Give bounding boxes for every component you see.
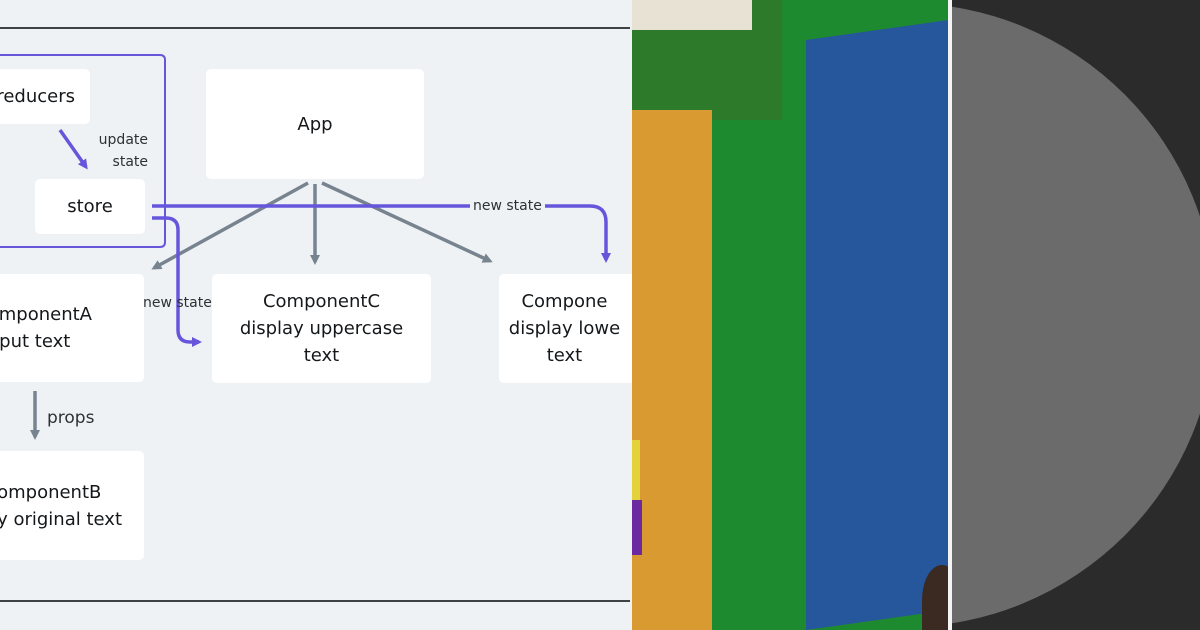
panel-divider bbox=[948, 0, 952, 630]
component-a-label: omponentA nput text bbox=[0, 304, 92, 352]
new-state-label-right: new state bbox=[470, 195, 545, 217]
arrows-layer bbox=[0, 54, 611, 440]
component-a-node: omponentA nput text bbox=[0, 274, 144, 382]
component-b-node: omponentB y original text bbox=[0, 451, 144, 560]
store-label: store bbox=[67, 196, 113, 217]
redux-group-border bbox=[0, 54, 166, 248]
orange-block bbox=[632, 110, 712, 630]
component-d-label: Compone display lowe text bbox=[508, 291, 621, 366]
component-d-node: Compone display lowe text bbox=[499, 274, 632, 383]
app-label: App bbox=[297, 113, 333, 135]
purple-piece bbox=[632, 500, 642, 555]
store-node: store bbox=[35, 179, 145, 234]
dark-panel bbox=[952, 0, 1200, 630]
store-to-component-c-arrow bbox=[152, 216, 202, 347]
reducers-label: reducers bbox=[0, 86, 75, 107]
app-node: App bbox=[206, 69, 424, 179]
new-state-label-left: new state bbox=[143, 295, 212, 311]
reducers-node: reducers bbox=[0, 69, 90, 124]
diagram-panel: reducers store App omponentA nput text o… bbox=[0, 0, 632, 630]
component-c-label: ComponentC display uppercase text bbox=[239, 291, 404, 366]
yellow-piece bbox=[632, 440, 640, 500]
blue-block bbox=[806, 19, 950, 630]
reducers-to-store-arrow bbox=[58, 128, 88, 170]
update-state-label: update state bbox=[98, 132, 148, 170]
component-c-node: ComponentC display uppercase text bbox=[212, 274, 431, 383]
gray-circle bbox=[952, 3, 1200, 627]
photo-panel bbox=[632, 0, 950, 630]
light-top-strip bbox=[632, 0, 752, 30]
store-to-component-d-arrow bbox=[152, 204, 611, 263]
component-b-label: omponentB y original text bbox=[0, 481, 122, 530]
app-to-component-d-arrow bbox=[321, 181, 493, 263]
top-rule bbox=[0, 27, 630, 29]
props-label: props bbox=[47, 408, 95, 428]
dark-shape bbox=[922, 565, 950, 630]
bottom-rule bbox=[0, 600, 630, 602]
